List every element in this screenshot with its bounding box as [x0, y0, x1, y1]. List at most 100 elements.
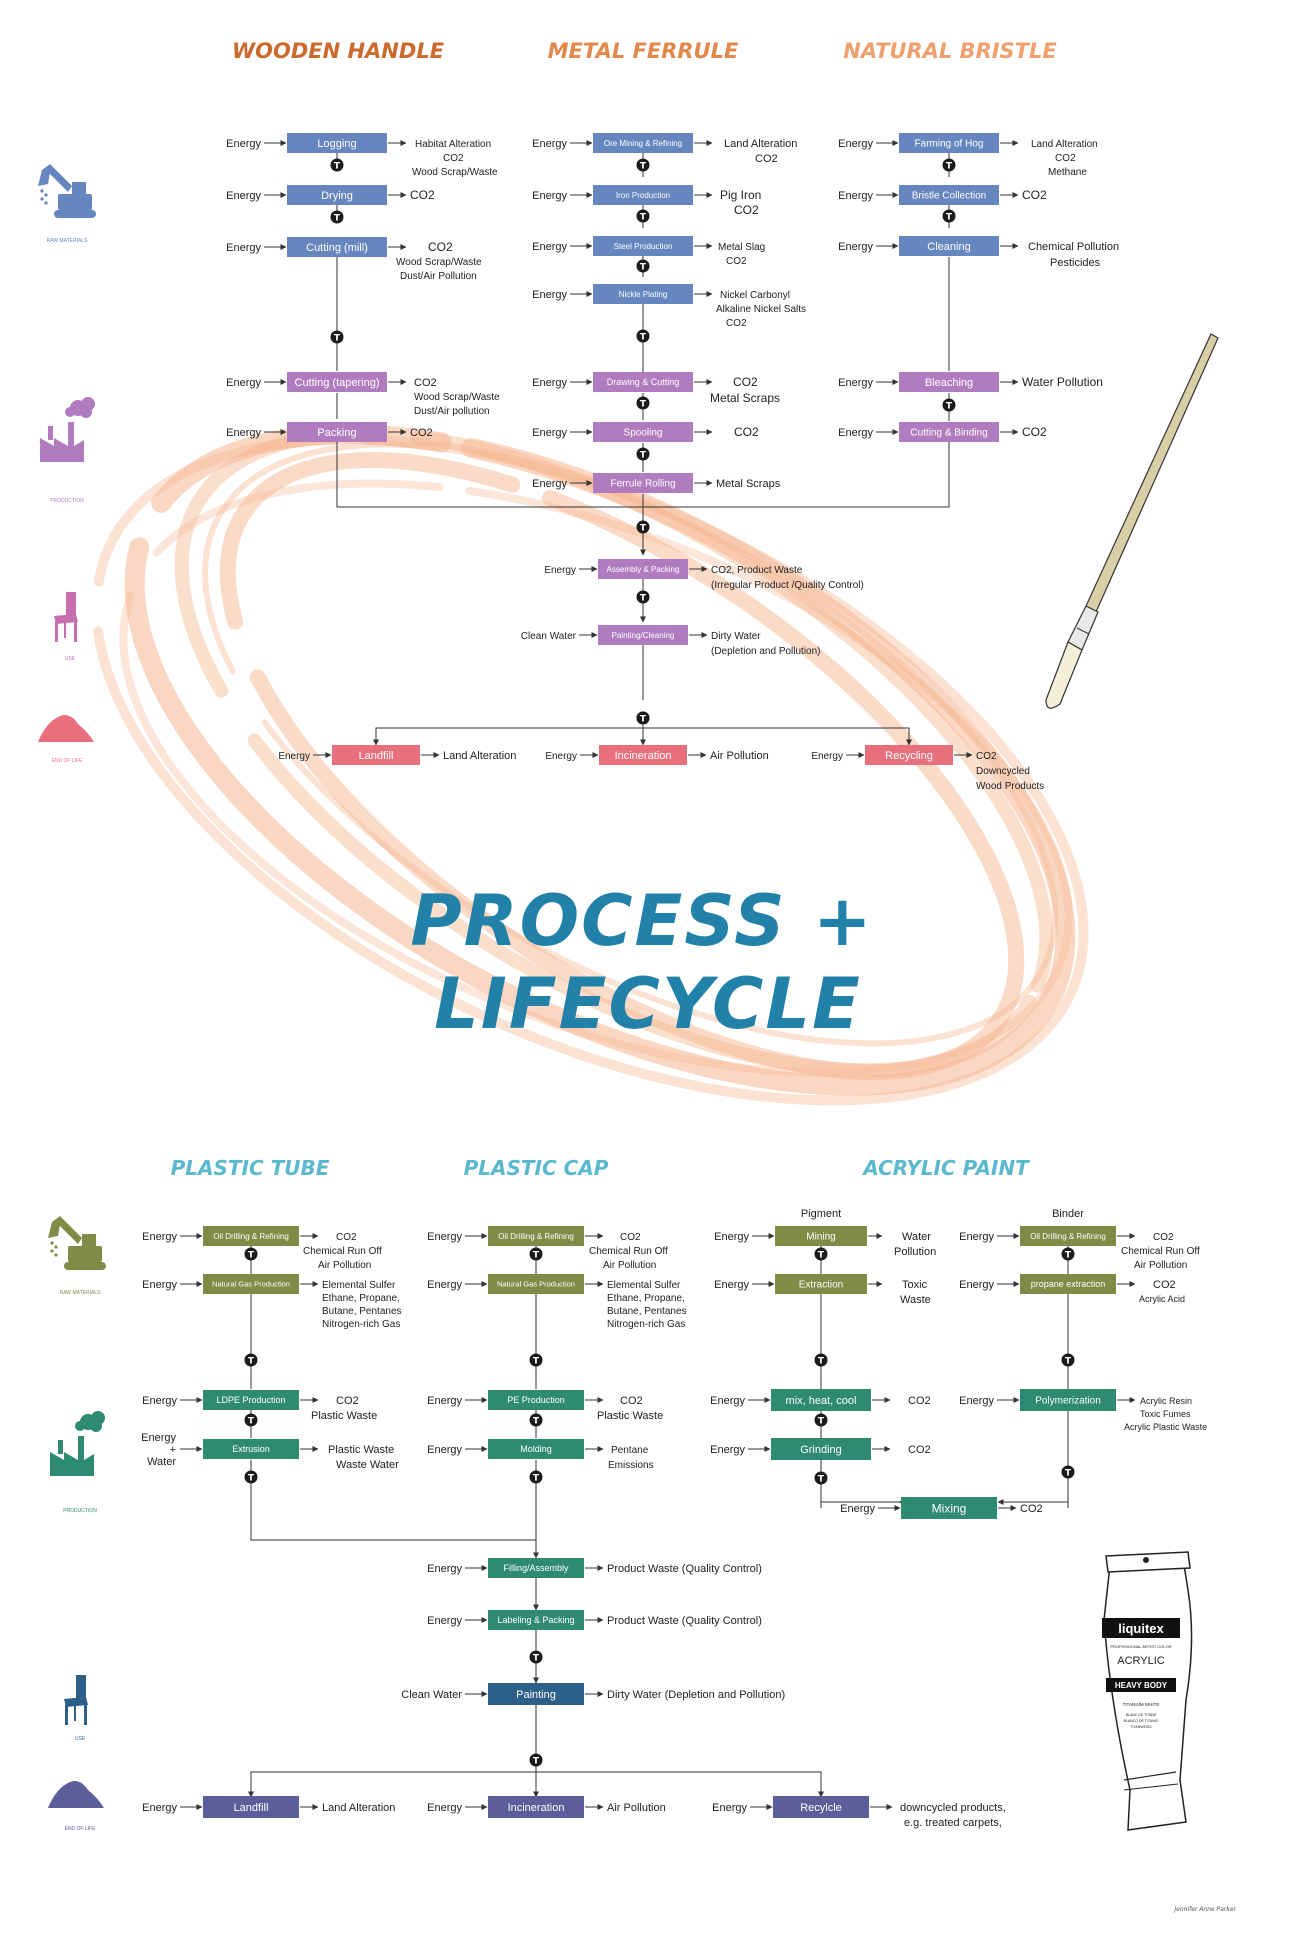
- transport-icon: T: [942, 158, 956, 172]
- output-label: Product Waste (Quality Control): [607, 1615, 762, 1627]
- process-step-label: Natural Gas Production: [497, 1280, 575, 1289]
- legend-label: RAW MATERIALS: [47, 238, 89, 244]
- input-label: Clean Water: [401, 1689, 462, 1701]
- input-label: Energy: [427, 1279, 462, 1291]
- transport-icon: T: [814, 1413, 828, 1427]
- input-label: Energy: [838, 241, 873, 253]
- output-label: Air Pollution: [710, 750, 769, 762]
- chair-icon: [54, 592, 78, 642]
- process-step-b-oil: [1020, 1226, 1116, 1246]
- svg-text:T: T: [640, 333, 647, 343]
- output-label: Chemical Run Off: [589, 1246, 668, 1257]
- output-label: Dirty Water (Depletion and Pollution): [607, 1689, 785, 1701]
- output-label: CO2: [1055, 153, 1076, 164]
- output-label: Acrylic Resin: [1140, 1396, 1192, 1406]
- transport-icon: T: [636, 447, 650, 461]
- output-label: CO2: [336, 1232, 357, 1243]
- merge-connector: [643, 727, 910, 745]
- input-label: Energy: [838, 427, 873, 439]
- tube-label-text: TITANIUM WHITE: [1123, 1702, 1160, 1707]
- output-label: Chemical Run Off: [1121, 1246, 1200, 1257]
- transport-icon: T: [636, 590, 650, 604]
- output-label: Nitrogen-rich Gas: [607, 1319, 685, 1330]
- output-label: downcycled products,: [900, 1802, 1006, 1814]
- input-label: Energy: [427, 1444, 462, 1456]
- legend-label: END OF LIFE: [65, 1826, 97, 1832]
- output-label: CO2, Product Waste: [711, 565, 803, 576]
- transport-icon: T: [942, 398, 956, 412]
- output-label: Plastic Waste: [597, 1410, 663, 1422]
- output-label: Acrylic Plastic Waste: [1124, 1422, 1207, 1432]
- binder-label: Binder: [1052, 1208, 1084, 1220]
- process-step-label: Nickle Plating: [619, 290, 667, 299]
- tube-label-text: TITANWEISS: [1130, 1725, 1152, 1729]
- tube-label-text: HEAVY BODY: [1115, 1681, 1168, 1690]
- paintbrush-illustration: [1045, 333, 1219, 709]
- svg-text:T: T: [640, 451, 647, 461]
- merge-connector: [820, 1488, 900, 1503]
- transport-icon: T: [1061, 1465, 1075, 1479]
- output-label: Metal Scraps: [710, 391, 780, 405]
- process-step-label: Recylcle: [800, 1802, 842, 1814]
- transport-icon: T: [636, 520, 650, 534]
- process-step-label: Drying: [321, 190, 353, 202]
- output-label: CO2: [336, 1395, 359, 1407]
- process-step-cleaning: [899, 236, 999, 256]
- output-label: Air Pollution: [607, 1802, 666, 1814]
- process-step-farming: [899, 133, 999, 153]
- input-label: Energy: [714, 1231, 749, 1243]
- svg-text:T: T: [818, 1357, 825, 1367]
- process-step-steel: [593, 236, 693, 256]
- transport-icon: T: [330, 210, 344, 224]
- output-label: CO2: [726, 256, 747, 267]
- process-step-label: Natural Gas Production: [212, 1280, 290, 1289]
- swirl-stroke: [219, 452, 1025, 1080]
- transport-icon: T: [814, 1471, 828, 1485]
- output-label: Toxic: [902, 1279, 928, 1291]
- input-label: Energy: [545, 751, 577, 762]
- process-step-ldpe: [203, 1390, 299, 1410]
- process-step-collection: [899, 185, 999, 205]
- input-label: +: [170, 1444, 176, 1456]
- svg-text:T: T: [1065, 1357, 1072, 1367]
- input-label: Energy: [226, 242, 261, 254]
- output-label: CO2: [1153, 1232, 1174, 1243]
- svg-text:T: T: [818, 1417, 825, 1427]
- process-step-oil: [488, 1226, 584, 1246]
- svg-text:T: T: [640, 715, 647, 725]
- svg-text:T: T: [818, 1475, 825, 1485]
- swirl-stroke: [91, 434, 1089, 1106]
- process-step-polymer: [1020, 1389, 1116, 1411]
- process-step-labeling: [488, 1610, 584, 1630]
- process-step-b-propane: [1020, 1274, 1116, 1294]
- process-step-label: Landfill: [359, 750, 394, 762]
- process-step-packing: [287, 422, 387, 442]
- process-step-molding: [488, 1439, 584, 1459]
- process-step-label: Molding: [520, 1444, 552, 1454]
- output-label: Ethane, Propane,: [322, 1293, 400, 1304]
- process-step-label: Spooling: [624, 428, 663, 439]
- svg-text:T: T: [640, 263, 647, 273]
- output-label: Land Alteration: [443, 750, 516, 762]
- process-step-binding: [899, 422, 999, 442]
- transport-icon: T: [330, 158, 344, 172]
- transport-icon: T: [636, 396, 650, 410]
- input-label: Energy: [959, 1231, 994, 1243]
- output-label: Plastic Waste: [328, 1444, 394, 1456]
- process-step-label: Filling/Assembly: [503, 1563, 569, 1573]
- process-step-painting: [488, 1683, 584, 1705]
- process-step-mix: [771, 1389, 871, 1411]
- output-label: Air Pollution: [603, 1260, 656, 1271]
- process-step-label: Painting: [516, 1689, 556, 1701]
- process-step-label: Oil Drilling & Refining: [213, 1232, 289, 1241]
- transport-icon: T: [636, 259, 650, 273]
- process-step-oil: [203, 1226, 299, 1246]
- input-label: Energy: [959, 1395, 994, 1407]
- output-label: Pollution: [894, 1246, 936, 1258]
- output-label: Wood Scrap/Waste: [396, 257, 482, 268]
- process-step-drying: [287, 185, 387, 205]
- main-title-line2: LIFECYCLE: [434, 963, 862, 1045]
- svg-text:T: T: [334, 334, 341, 344]
- process-step-extraction: [775, 1274, 867, 1294]
- swirl-stroke: [124, 424, 1076, 1096]
